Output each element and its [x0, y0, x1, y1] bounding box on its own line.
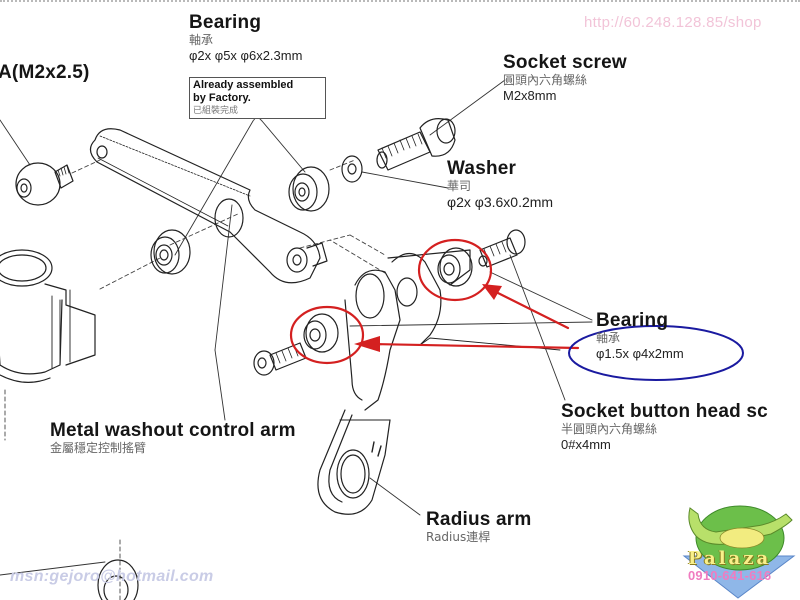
label-bearing-right-title: Bearing [596, 310, 669, 331]
label-bearing-right-zh: 軸承 [596, 331, 621, 345]
label-socket-screw: Socket screw 圓頭內六角螺絲 M2x8mm [503, 52, 627, 104]
label-button-screw: Socket button head sc 半圓頭內六角螺絲 0#x4mm [561, 401, 768, 453]
arrowhead-right [482, 284, 502, 300]
label-button-screw-zh: 半圓頭內六角螺絲 [561, 422, 658, 436]
label-bearing-right-spec: φ1.5x φ4x2mm [596, 346, 684, 361]
shop-url-watermark: http://60.248.128.85/shop [584, 14, 762, 31]
label-washout-arm-title: Metal washout control arm [50, 420, 296, 441]
button-head-screw-right [478, 229, 526, 268]
label-button-screw-title: Socket button head sc [561, 401, 768, 422]
label-socket-screw-zh: 圓頭內六角螺絲 [503, 73, 588, 87]
ball-link-screw [15, 162, 74, 206]
label-washout-arm: Metal washout control arm 金屬穩定控制搖臂 [50, 420, 296, 456]
label-socket-screw-spec: M2x8mm [503, 88, 557, 103]
upper-washout-arm [89, 128, 328, 284]
label-bearing-top-spec: φ2x φ5x φ6x2.3mm [189, 48, 303, 63]
palaza-logo [682, 505, 796, 599]
label-bearing-top-title: Bearing [189, 12, 262, 33]
button-head-screw-left [253, 342, 307, 376]
highlight-circle-left [289, 305, 365, 365]
bearing-lower-left [303, 313, 339, 353]
washer-part [341, 155, 363, 183]
bearing-upper-left [150, 229, 191, 275]
arrowhead-left [354, 336, 380, 352]
top-border-dotted [0, 0, 800, 4]
logo-phone-text: 0910-641-616 [688, 568, 772, 583]
label-washout-arm-zh: 金屬穩定控制搖臂 [50, 441, 147, 455]
arrow-line-left [368, 342, 580, 350]
radius-arm-part [317, 409, 391, 515]
highlight-circle-right [417, 238, 493, 302]
callout-note-line2: by Factory. [193, 92, 251, 104]
bearing-lower-right [437, 247, 473, 287]
label-bearing-top: Bearing 軸承 φ2x φ5x φ6x2.3mm [189, 12, 302, 64]
label-radius-arm: Radius arm Radius連桿 [426, 509, 531, 545]
red-arrowheads [354, 284, 502, 352]
label-socket-screw-title: Socket screw [503, 52, 627, 73]
callout-note-line1: Already assembled [193, 79, 294, 91]
label-radius-arm-title: Radius arm [426, 509, 532, 530]
callout-note-zh: 已組裝完成 [193, 105, 239, 115]
blue-highlight-ellipse [568, 325, 744, 381]
factory-assembled-callout: Already assembled by Factory. 已組裝完成 [189, 77, 326, 119]
logo-name-text: Palaza [688, 548, 772, 569]
servo-block-part [0, 249, 96, 383]
msn-contact-watermark: msn:gejoro@hotmail.com [10, 568, 214, 585]
bottom-ball-screw [97, 559, 139, 600]
label-washer: Washer 華司 φ2x φ3.6x0.2mm [447, 158, 553, 210]
bearing-upper-right [288, 166, 330, 212]
label-radius-arm-zh: Radius連桿 [426, 530, 491, 544]
logo-crocodile-icon [688, 507, 793, 545]
leader-lines [0, 79, 593, 576]
label-washer-title: Washer [447, 158, 517, 179]
label-bearing-right: Bearing 軸承 φ1.5x φ4x2mm [596, 310, 684, 362]
label-ball-link: A(M2x2.5) [0, 62, 90, 83]
label-bearing-top-zh: 軸承 [189, 33, 214, 47]
label-washer-zh: 華司 [447, 179, 472, 193]
assembly-axes [4, 159, 386, 600]
label-washer-spec: φ2x φ3.6x0.2mm [447, 194, 554, 210]
red-highlights [289, 238, 580, 365]
label-button-screw-spec: 0#x4mm [561, 437, 611, 452]
socket-screw-part [376, 118, 456, 171]
arrow-line-right [490, 288, 570, 330]
